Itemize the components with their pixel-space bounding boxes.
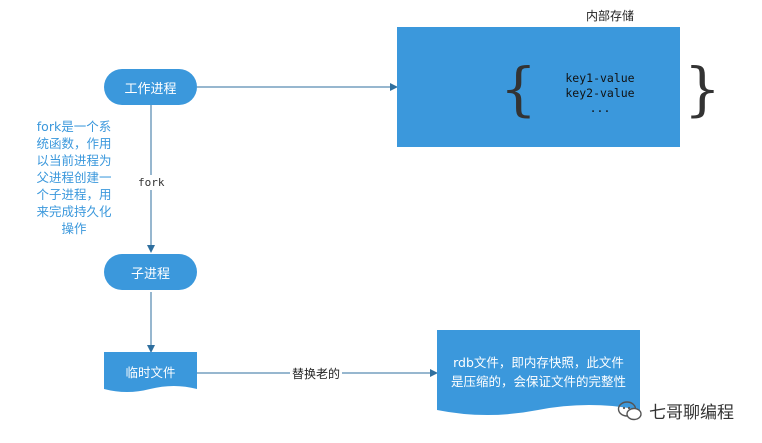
note-line: 父进程创建一: [36, 170, 112, 185]
work-process-node: 工作进程: [104, 69, 197, 105]
storage-content: key1-value key2-value ...: [540, 71, 660, 116]
rdb-file-shape: [437, 330, 640, 415]
note-line: fork是一个系: [36, 119, 112, 134]
storage-line: ...: [589, 101, 611, 115]
note-line: 来完成持久化: [36, 204, 112, 219]
replace-label: 替换老的: [290, 365, 343, 382]
rdb-line: 是压缩的，会保证文件的完整性: [450, 374, 626, 389]
rdb-file-text: rdb文件，即内存快照，此文件 是压缩的，会保证文件的完整性: [437, 353, 640, 391]
storage-line: key2-value: [565, 86, 635, 100]
storage-title: 内部存储: [586, 9, 635, 23]
note-line: 以当前进程为: [36, 153, 112, 168]
rdb-line: rdb文件，即内存快照，此文件: [453, 355, 624, 370]
left-brace-icon: {: [500, 55, 537, 123]
note-line: 个子进程，用: [36, 187, 112, 202]
watermark: 七哥聊编程: [617, 398, 734, 423]
watermark-text: 七哥聊编程: [649, 403, 734, 423]
right-brace-icon: }: [684, 55, 721, 123]
child-process-node: 子进程: [104, 254, 197, 290]
temp-file-shape: [104, 352, 197, 392]
note-line: 操作: [61, 221, 87, 236]
internal-storage-box: [397, 27, 680, 147]
fork-label: fork: [136, 175, 167, 190]
wechat-icon: [617, 400, 642, 420]
storage-line: key1-value: [565, 71, 635, 85]
temp-file-label: 临时文件: [125, 365, 176, 380]
fork-note: fork是一个系 统函数，作用 以当前进程为 父进程创建一 个子进程，用 来完成…: [24, 118, 124, 237]
note-line: 统函数，作用: [36, 136, 112, 151]
